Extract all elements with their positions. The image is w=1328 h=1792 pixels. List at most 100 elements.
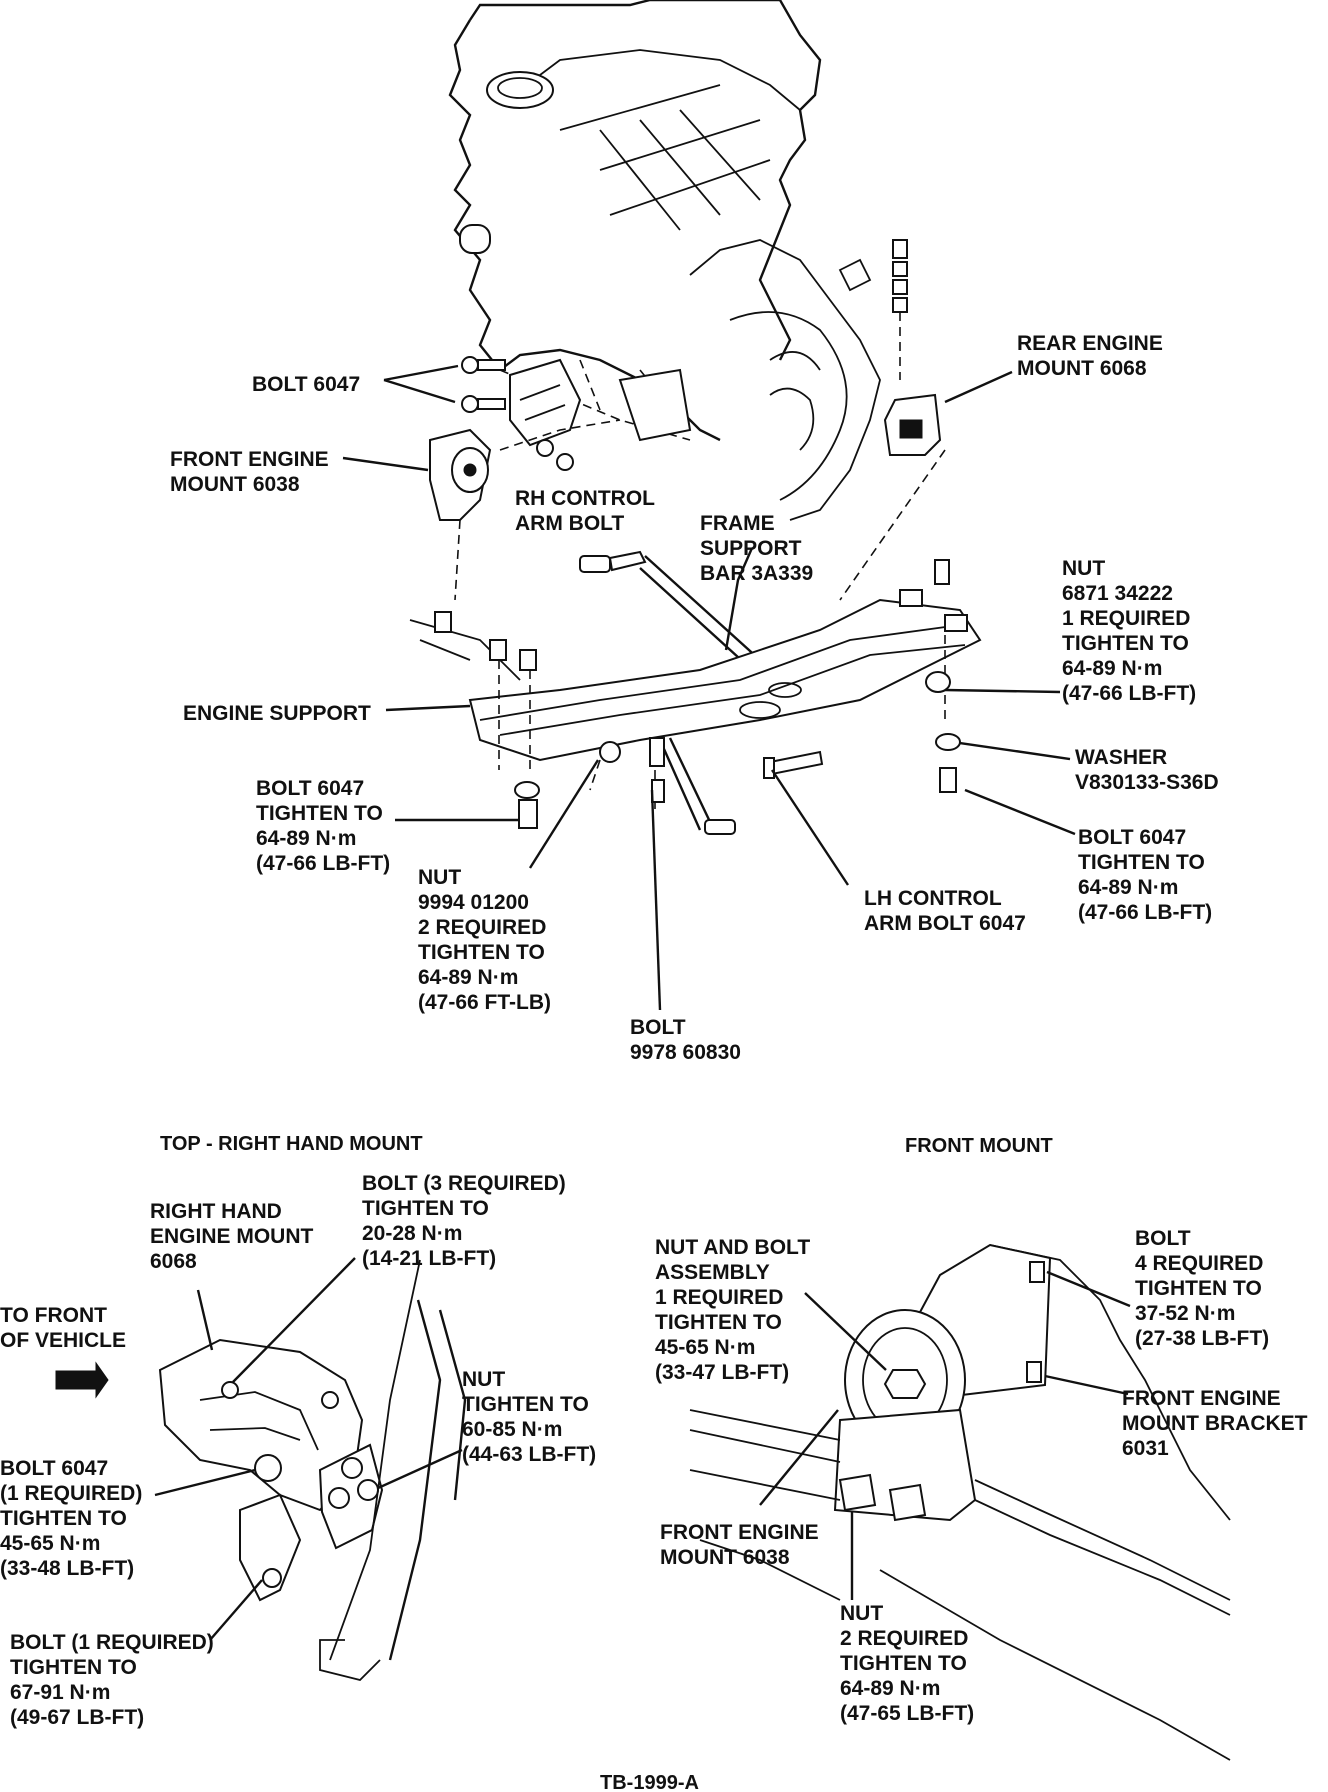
- front-mount-leader-lines: [759, 1270, 1131, 1600]
- label-bolt-3-required-line: 20-28 N·m: [362, 1222, 462, 1245]
- label-fm-nut-2-required-line: (47-65 LB-FT): [840, 1702, 974, 1725]
- label-front-engine-mount-bracket-line: 6031: [1122, 1437, 1169, 1460]
- label-front-engine-mount-bracket-line: FRONT ENGINE: [1122, 1387, 1281, 1410]
- label-to-front-of-vehicle-line: TO FRONT: [0, 1304, 107, 1327]
- label-fm-nut-2-required-line: TIGHTEN TO: [840, 1652, 967, 1675]
- label-bolt-3-required-line: TIGHTEN TO: [362, 1197, 489, 1220]
- label-bolt-bottom-line: 9978 60830: [630, 1041, 741, 1064]
- label-bolt-bottom-line: BOLT: [630, 1016, 686, 1039]
- heading-top-right-hand-mount: TOP - RIGHT HAND MOUNT: [160, 1133, 423, 1155]
- label-fm-front-engine-mount-line: MOUNT 6038: [660, 1546, 790, 1569]
- figure-id: TB-1999-A: [600, 1772, 699, 1792]
- label-bolt-6047-right-line: (47-66 LB-FT): [1078, 901, 1212, 924]
- label-washer-line: V830133-S36D: [1075, 771, 1219, 794]
- label-rh-bolt-1-required-line: BOLT (1 REQUIRED): [10, 1631, 214, 1654]
- heading-front-mount: FRONT MOUNT: [905, 1135, 1053, 1157]
- label-rh-nut-line: NUT: [462, 1368, 505, 1391]
- label-bolt-6047-right-line: TIGHTEN TO: [1078, 851, 1205, 874]
- label-fm-bolt-4-required-line: 4 REQUIRED: [1135, 1252, 1263, 1275]
- main-leader-lines: [342, 364, 1076, 1011]
- label-bolt-6047-right-line: BOLT 6047: [1078, 826, 1186, 849]
- label-rh-nut-line: 60-85 N·m: [462, 1418, 562, 1441]
- label-front-engine-mount-bracket-line: MOUNT BRACKET: [1122, 1412, 1308, 1435]
- label-nut-center-line: (47-66 FT-LB): [418, 991, 551, 1014]
- label-bolt-6047-left-line: BOLT 6047: [256, 777, 364, 800]
- engine-block-drawing: [448, 0, 881, 521]
- label-engine-support-line: ENGINE SUPPORT: [183, 702, 371, 725]
- label-rh-control-arm-bolt-line: RH CONTROL: [515, 487, 655, 510]
- label-rh-bolt-6047-line: BOLT 6047: [0, 1457, 108, 1480]
- label-nut-center-line: 9994 01200: [418, 891, 529, 914]
- label-nut-top-right-line: TIGHTEN TO: [1062, 632, 1189, 655]
- label-bolt-3-required-line: (14-21 LB-FT): [362, 1247, 496, 1270]
- label-rh-nut-line: TIGHTEN TO: [462, 1393, 589, 1416]
- label-front-engine-mount-line: FRONT ENGINE: [170, 448, 329, 471]
- label-rear-engine-mount-line: MOUNT 6068: [1017, 357, 1147, 380]
- label-fm-nut-2-required-line: 64-89 N·m: [840, 1677, 940, 1700]
- rear-engine-mount-part: [839, 393, 946, 601]
- label-fm-nut-2-required-line: 2 REQUIRED: [840, 1627, 968, 1650]
- label-fm-nut-2-required-line: NUT: [840, 1602, 883, 1625]
- label-nut-and-bolt-assembly-line: 45-65 N·m: [655, 1336, 755, 1359]
- frame-support-bar-part: [579, 550, 761, 835]
- rh-mount-bracket: [461, 356, 692, 471]
- label-bolt-6047-right-line: 64-89 N·m: [1078, 876, 1178, 899]
- label-fm-bolt-4-required-line: BOLT: [1135, 1227, 1191, 1250]
- front-mount-detail-drawing: [689, 1243, 1231, 1761]
- label-fm-bolt-4-required-line: TIGHTEN TO: [1135, 1277, 1262, 1300]
- label-rh-bolt-1-required-line: (49-67 LB-FT): [10, 1706, 144, 1729]
- label-bolt-6047-left-line: 64-89 N·m: [256, 827, 356, 850]
- label-rh-nut-line: (44-63 LB-FT): [462, 1443, 596, 1466]
- label-nut-top-right-line: (47-66 LB-FT): [1062, 682, 1196, 705]
- rh-mount-leader-lines: [154, 1257, 463, 1641]
- label-bolt-6047-top-line: BOLT 6047: [252, 373, 360, 396]
- label-nut-top-right-line: 1 REQUIRED: [1062, 607, 1190, 630]
- label-right-hand-engine-mount-line: 6068: [150, 1250, 197, 1273]
- label-bolt-6047-left-line: (47-66 LB-FT): [256, 852, 390, 875]
- label-nut-and-bolt-assembly-line: ASSEMBLY: [655, 1261, 770, 1284]
- label-fm-front-engine-mount-line: FRONT ENGINE: [660, 1521, 819, 1544]
- engine-support-crossmember: [409, 559, 982, 770]
- rh-mount-detail-drawing: [55, 1259, 467, 1681]
- label-to-front-of-vehicle-line: OF VEHICLE: [0, 1329, 126, 1352]
- label-lh-control-arm-bolt-line: LH CONTROL: [864, 887, 1002, 910]
- label-front-engine-mount-line: MOUNT 6038: [170, 473, 300, 496]
- label-washer-line: WASHER: [1075, 746, 1167, 769]
- label-lh-control-arm-bolt-line: ARM BOLT 6047: [864, 912, 1026, 935]
- label-frame-support-bar-line: SUPPORT: [700, 537, 802, 560]
- label-nut-and-bolt-assembly-line: (33-47 LB-FT): [655, 1361, 789, 1384]
- label-rh-bolt-6047-line: 45-65 N·m: [0, 1532, 100, 1555]
- label-right-hand-engine-mount-line: RIGHT HAND: [150, 1200, 282, 1223]
- label-rear-engine-mount-line: REAR ENGINE: [1017, 332, 1163, 355]
- label-frame-support-bar-line: BAR 3A339: [700, 562, 813, 585]
- label-right-hand-engine-mount-line: ENGINE MOUNT: [150, 1225, 314, 1248]
- label-nut-top-right-line: NUT: [1062, 557, 1105, 580]
- label-rh-bolt-6047-line: (1 REQUIRED): [0, 1482, 142, 1505]
- label-nut-and-bolt-assembly-line: NUT AND BOLT: [655, 1236, 810, 1259]
- label-fm-bolt-4-required-line: 37-52 N·m: [1135, 1302, 1235, 1325]
- label-rh-bolt-6047-line: (33-48 LB-FT): [0, 1557, 134, 1580]
- label-engine-support: ENGINE SUPPORT: [183, 702, 371, 725]
- label-nut-center-line: TIGHTEN TO: [418, 941, 545, 964]
- label-fm-bolt-4-required-line: (27-38 LB-FT): [1135, 1327, 1269, 1350]
- label-bolt-3-required-line: BOLT (3 REQUIRED): [362, 1172, 566, 1195]
- label-rh-bolt-1-required-line: TIGHTEN TO: [10, 1656, 137, 1679]
